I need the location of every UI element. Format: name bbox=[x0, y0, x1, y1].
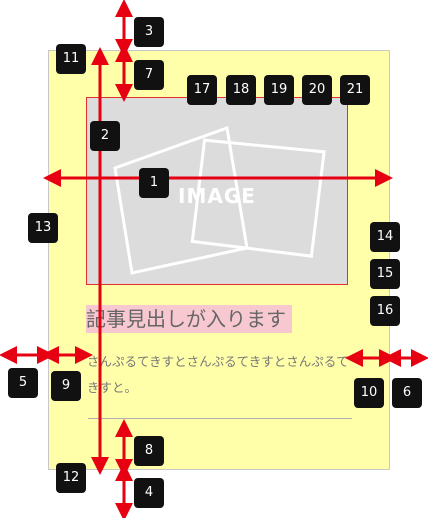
badge-8: 8 bbox=[134, 436, 164, 466]
badge-13: 13 bbox=[28, 213, 58, 243]
image-label: IMAGE bbox=[178, 184, 256, 208]
badge-12: 12 bbox=[56, 463, 86, 493]
badge-18: 18 bbox=[226, 75, 256, 105]
badge-14: 14 bbox=[370, 222, 400, 252]
image-placeholder: IMAGE bbox=[86, 97, 348, 285]
article-body: さんぷるてきすとさんぷるてきすとさんぷるてきすと。 bbox=[87, 354, 349, 395]
badge-9: 9 bbox=[51, 371, 81, 401]
article-divider bbox=[88, 418, 352, 419]
badge-11: 11 bbox=[56, 44, 86, 74]
badge-15: 15 bbox=[370, 259, 400, 289]
badge-17: 17 bbox=[187, 75, 217, 105]
badge-6: 6 bbox=[392, 378, 422, 408]
badge-20: 20 bbox=[302, 75, 332, 105]
badge-2: 2 bbox=[90, 121, 120, 151]
badge-16: 16 bbox=[370, 296, 400, 326]
badge-1: 1 bbox=[139, 168, 169, 198]
badge-4: 4 bbox=[134, 478, 164, 508]
badge-7: 7 bbox=[134, 60, 164, 90]
article-headline: 記事見出しが入ります bbox=[86, 305, 292, 333]
image-photos-icon bbox=[113, 125, 326, 275]
badge-5: 5 bbox=[8, 368, 38, 398]
badge-10: 10 bbox=[354, 378, 384, 408]
badge-21: 21 bbox=[340, 75, 370, 105]
badge-3: 3 bbox=[134, 17, 164, 47]
badge-19: 19 bbox=[264, 75, 294, 105]
